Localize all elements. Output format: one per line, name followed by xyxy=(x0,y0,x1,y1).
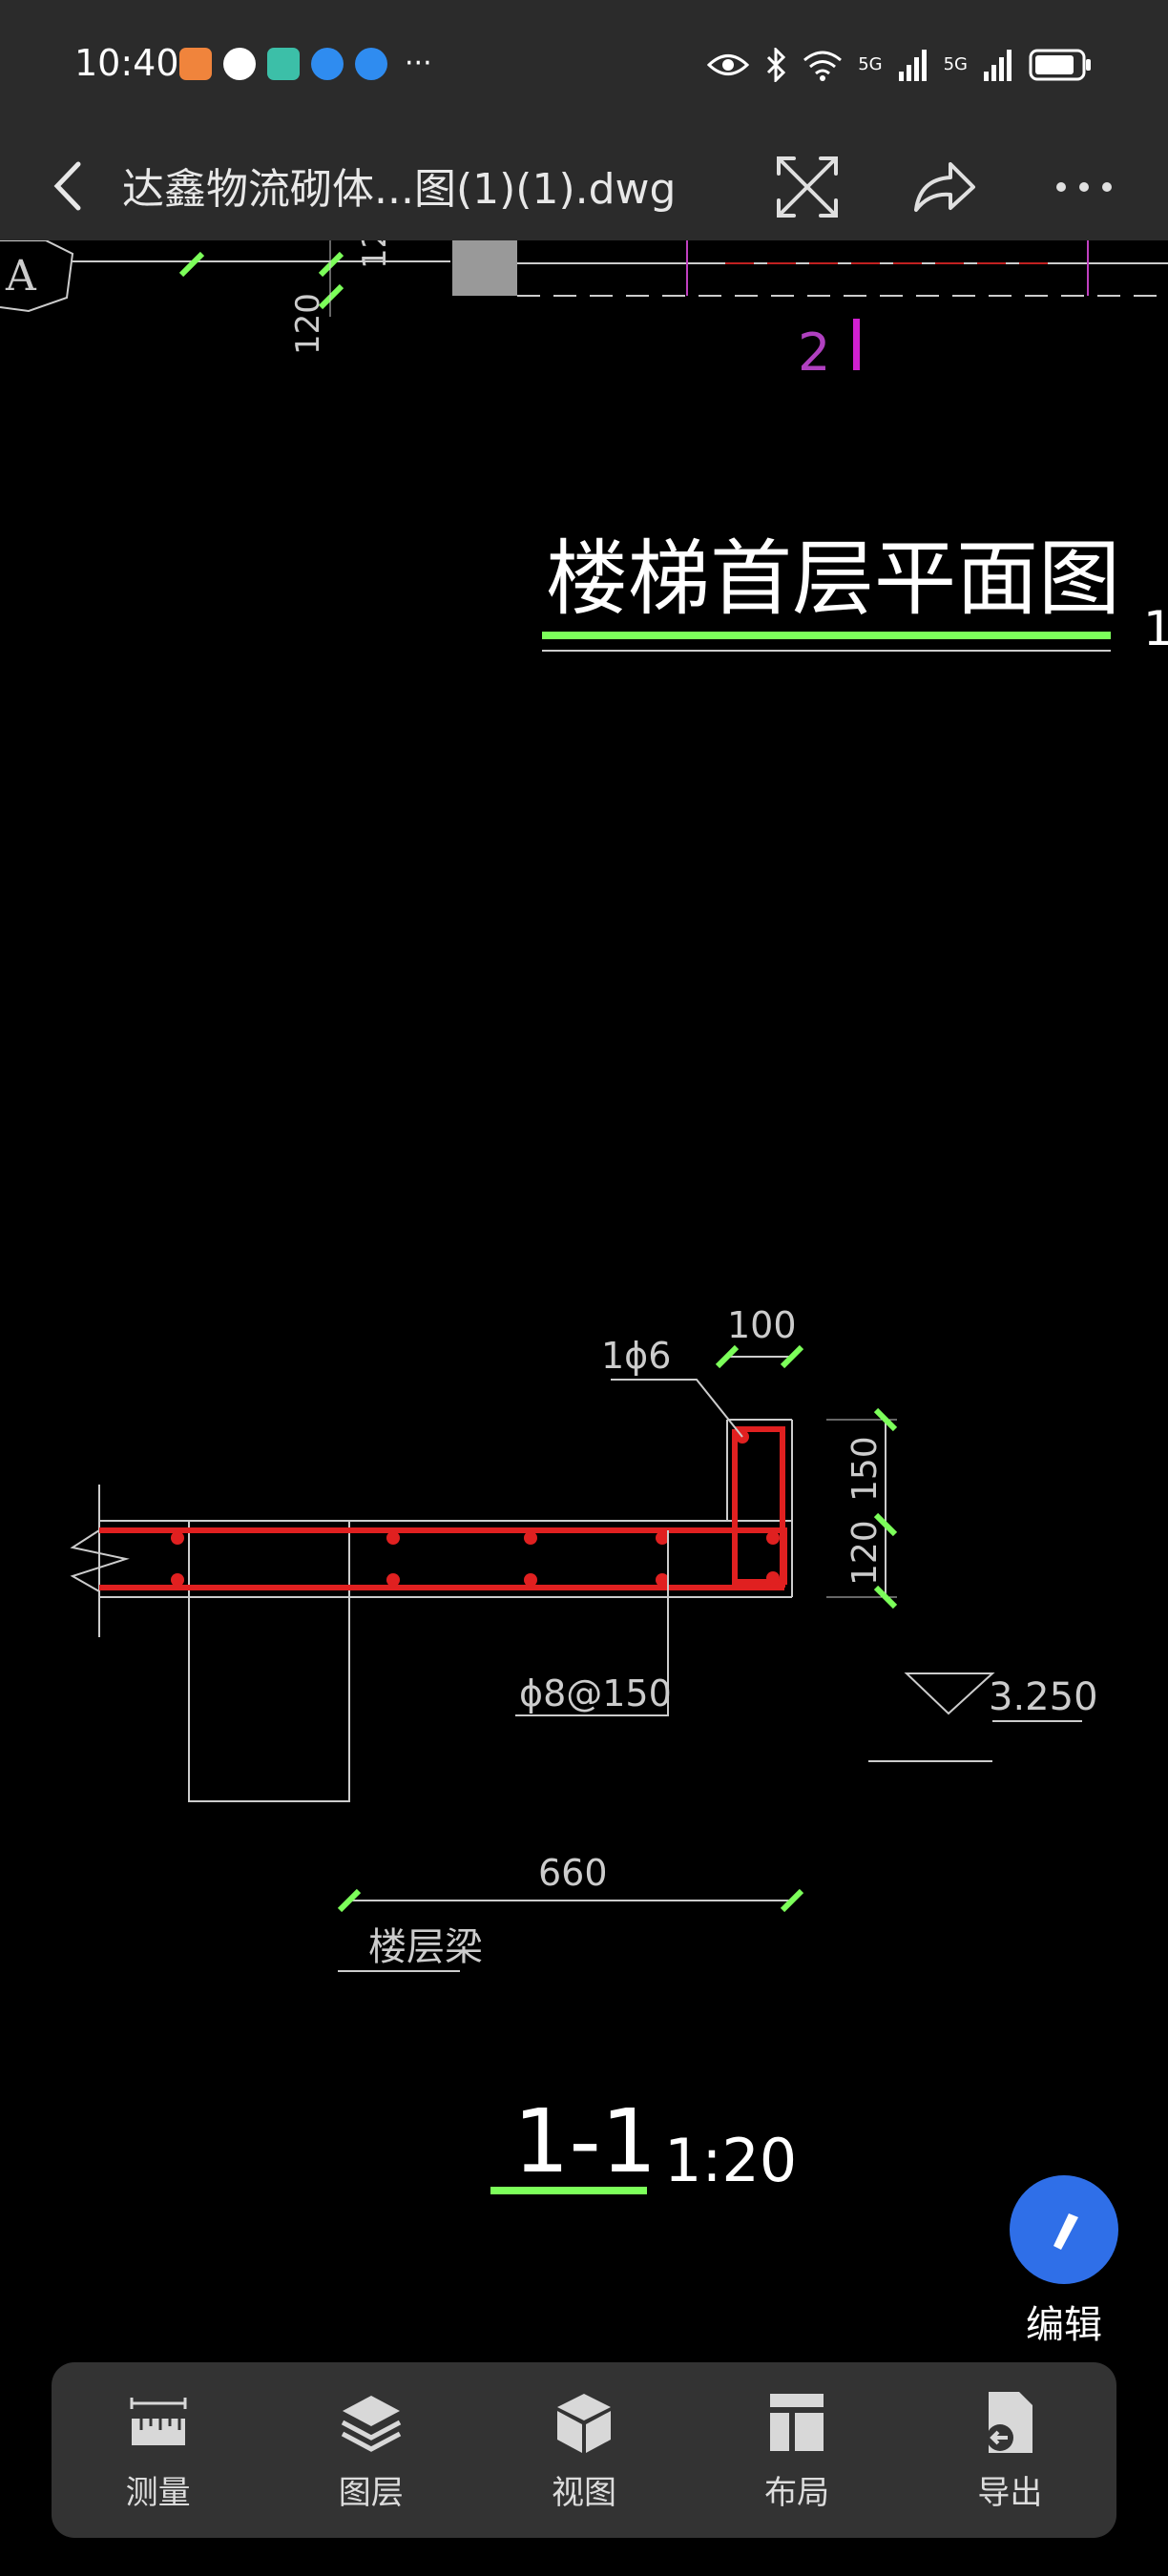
bluetooth-icon xyxy=(767,48,786,82)
tool-label: 测量 xyxy=(125,2473,191,2512)
layout-icon xyxy=(770,2393,824,2451)
dwg-canvas[interactable]: A 120 12 2 楼梯首层平面图 1 xyxy=(0,240,1168,2576)
bottom-toolbar: 测量 图层 视图 布局 导出 xyxy=(52,2362,1116,2538)
rebar-dot xyxy=(386,1573,400,1587)
pencil-icon xyxy=(1053,2213,1078,2250)
app-bar: 达鑫物流砌体...图(1)(1).dwg xyxy=(0,134,1168,240)
status-time: 10:40 xyxy=(74,42,179,84)
browser-icon-2 xyxy=(355,48,387,80)
network-type-1: 5G xyxy=(858,54,883,74)
plan-title: 楼梯首层平面图 xyxy=(546,531,1120,627)
rebar-hook-outer xyxy=(735,1426,785,1588)
dim-tick xyxy=(318,251,344,278)
signal-icon-1 xyxy=(898,50,927,81)
magenta-mark xyxy=(853,319,860,370)
dim-660: 660 xyxy=(538,1852,608,1894)
more-notifications-icon: ··· xyxy=(405,47,432,80)
back-icon[interactable] xyxy=(42,153,95,219)
dim-tick xyxy=(715,1344,740,1369)
plan-fragment: A 120 12 2 xyxy=(0,240,1168,383)
ruler-icon xyxy=(130,2397,187,2445)
edit-label: 编辑 xyxy=(1026,2303,1102,2347)
status-right: 5G 5G xyxy=(707,46,1092,84)
dim-tick xyxy=(178,251,205,278)
wechat-icon xyxy=(223,48,256,80)
plan-title-block: 楼梯首层平面图 1 xyxy=(542,531,1168,656)
rebar-dot xyxy=(386,1531,400,1545)
app-notification-icon xyxy=(179,48,212,80)
rebar-dot xyxy=(171,1573,184,1587)
floor-beam xyxy=(188,1520,350,1802)
share-icon[interactable] xyxy=(908,151,981,223)
break-symbol xyxy=(70,1529,130,1592)
status-bar: 10:40 ··· 5G xyxy=(0,0,1168,134)
section-title: 1-1 xyxy=(513,2090,657,2192)
layers-icon xyxy=(341,2395,401,2452)
fullscreen-icon[interactable] xyxy=(771,151,844,223)
rebar-dot xyxy=(656,1573,669,1587)
dim-tick xyxy=(873,1512,898,1537)
plan-edge-marker: 1 xyxy=(1143,601,1168,656)
dim-150: 150 xyxy=(845,1436,885,1502)
column-block xyxy=(452,240,517,296)
dim-tick xyxy=(337,1888,362,1913)
dim-12-top: 12 xyxy=(356,240,394,269)
rebar-dot xyxy=(171,1531,184,1545)
rebar-dot xyxy=(656,1531,669,1545)
battery-icon xyxy=(1029,49,1091,81)
top-bar: 10:40 ··· 5G xyxy=(0,0,1168,240)
browser-icon xyxy=(311,48,344,80)
wifi-icon xyxy=(803,51,843,81)
tool-measure[interactable]: 测量 xyxy=(73,2374,244,2526)
rebar-stirrup xyxy=(732,1429,787,1585)
drawing-svg: A 120 12 2 楼梯首层平面图 1 xyxy=(0,240,1168,2195)
rebar-dots xyxy=(171,1430,780,1587)
beam-label: 楼层梁 xyxy=(368,1925,483,1969)
network-type-2: 5G xyxy=(943,54,968,74)
notification-icons: ··· xyxy=(179,48,432,80)
section-number: 2 xyxy=(798,322,830,383)
file-title: 达鑫物流砌体...图(1)(1).dwg xyxy=(122,165,677,214)
section-scale: 1:20 xyxy=(664,2126,797,2195)
leader-1 xyxy=(611,1379,743,1438)
rebar-dot xyxy=(524,1573,537,1587)
dim-100: 100 xyxy=(727,1304,797,1346)
signal-icon-2 xyxy=(984,50,1012,81)
elevation-symbol xyxy=(904,1672,995,1715)
tool-layout[interactable]: 布局 xyxy=(711,2374,883,2526)
dim-tick xyxy=(780,1888,804,1913)
section-title-underline xyxy=(490,2187,647,2194)
tool-export[interactable]: 导出 xyxy=(924,2374,1095,2526)
rebar-dot xyxy=(766,1571,780,1585)
rebar-dot xyxy=(766,1531,780,1545)
section-detail: 1ϕ6 ϕ8@150 100 150 120 3.250 xyxy=(70,1304,1098,1972)
title-underline xyxy=(542,632,1111,639)
dim-tick xyxy=(873,1585,898,1610)
dim-120-top: 120 xyxy=(289,293,327,355)
dim-tick xyxy=(780,1344,804,1369)
eye-icon xyxy=(707,54,750,75)
section-title-block: 1-1 1:20 xyxy=(490,2090,797,2195)
tool-view[interactable]: 视图 xyxy=(498,2374,670,2526)
rebar-label-2: ϕ8@150 xyxy=(519,1672,672,1714)
edit-button[interactable] xyxy=(1010,2175,1118,2284)
cube-icon xyxy=(556,2393,611,2453)
export-icon xyxy=(987,2391,1033,2453)
tool-label: 视图 xyxy=(551,2473,616,2512)
dim-tick xyxy=(873,1407,898,1432)
boss-app-icon xyxy=(267,48,300,80)
rebar-label-1: 1ϕ6 xyxy=(601,1335,671,1377)
more-icon[interactable] xyxy=(1048,151,1120,223)
dim-tick xyxy=(318,283,344,310)
elevation-label: 3.250 xyxy=(989,1675,1098,1719)
dim-120-right: 120 xyxy=(845,1520,885,1586)
tool-label: 导出 xyxy=(977,2473,1043,2512)
grid-bubble xyxy=(0,240,74,313)
rebar-dot xyxy=(524,1531,537,1545)
tool-label: 图层 xyxy=(338,2473,404,2512)
tool-layers[interactable]: 图层 xyxy=(285,2374,457,2526)
tool-label: 布局 xyxy=(764,2473,830,2512)
grid-bubble-label: A xyxy=(5,252,37,301)
